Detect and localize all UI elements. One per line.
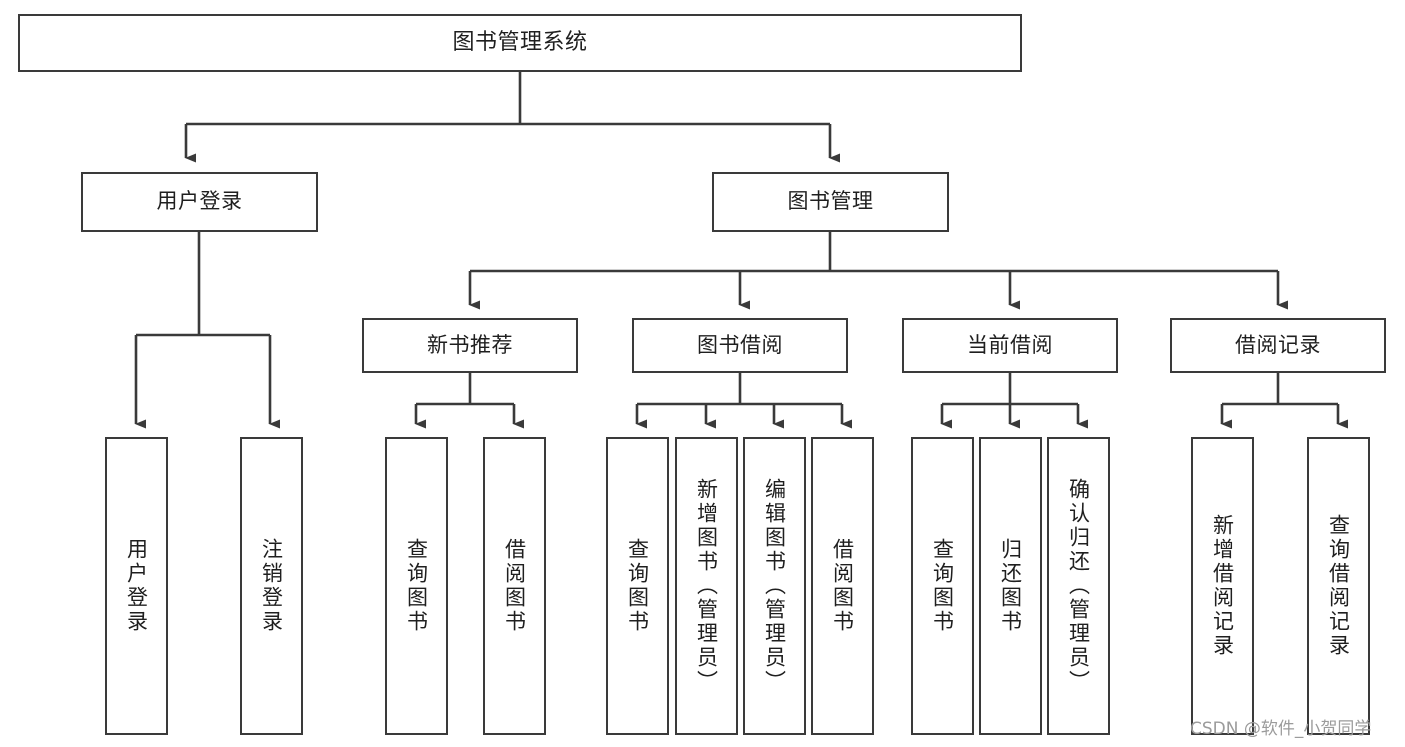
leaf-record-add[interactable]: 新增借阅记录 bbox=[1191, 437, 1254, 735]
node-book-borrow-label: 图书借阅 bbox=[697, 332, 783, 357]
leaf-new-book-borrow-label: 借阅图书 bbox=[502, 538, 527, 634]
csdn-watermark: CSDN @软件_小贺同学 bbox=[1190, 719, 1372, 739]
node-new-book-recommend[interactable]: 新书推荐 bbox=[362, 318, 578, 373]
leaf-new-book-borrow[interactable]: 借阅图书 bbox=[483, 437, 546, 735]
leaf-current-confirm-return-label: 确认归还（管理员） bbox=[1066, 478, 1091, 694]
leaf-borrow-borrow-book-label: 借阅图书 bbox=[830, 538, 855, 634]
leaf-current-return[interactable]: 归还图书 bbox=[979, 437, 1042, 735]
node-book-borrow[interactable]: 图书借阅 bbox=[632, 318, 848, 373]
leaf-borrow-edit-book-label: 编辑图书（管理员） bbox=[762, 478, 787, 694]
leaf-borrow-borrow-book[interactable]: 借阅图书 bbox=[811, 437, 874, 735]
node-current-borrow[interactable]: 当前借阅 bbox=[902, 318, 1118, 373]
node-book-management[interactable]: 图书管理 bbox=[712, 172, 949, 232]
node-root-label: 图书管理系统 bbox=[452, 29, 588, 55]
leaf-borrow-query[interactable]: 查询图书 bbox=[606, 437, 669, 735]
node-new-book-recommend-label: 新书推荐 bbox=[427, 332, 513, 357]
node-borrow-record-label: 借阅记录 bbox=[1235, 332, 1321, 357]
node-borrow-record[interactable]: 借阅记录 bbox=[1170, 318, 1386, 373]
leaf-borrow-add-book[interactable]: 新增图书（管理员） bbox=[675, 437, 738, 735]
node-root[interactable]: 图书管理系统 bbox=[18, 14, 1022, 72]
node-book-management-label: 图书管理 bbox=[787, 189, 874, 214]
leaf-current-query[interactable]: 查询图书 bbox=[911, 437, 974, 735]
node-current-borrow-label: 当前借阅 bbox=[967, 332, 1053, 357]
leaf-user-login-logout[interactable]: 注销登录 bbox=[240, 437, 303, 735]
leaf-user-login-login-label: 用户登录 bbox=[124, 538, 149, 634]
leaf-borrow-add-book-label: 新增图书（管理员） bbox=[694, 478, 719, 694]
leaf-user-login-logout-label: 注销登录 bbox=[259, 538, 284, 634]
leaf-borrow-query-label: 查询图书 bbox=[625, 538, 650, 634]
leaf-current-return-label: 归还图书 bbox=[998, 538, 1023, 634]
leaf-record-query[interactable]: 查询借阅记录 bbox=[1307, 437, 1370, 735]
node-user-login-label: 用户登录 bbox=[156, 189, 243, 214]
leaf-current-confirm-return[interactable]: 确认归还（管理员） bbox=[1047, 437, 1110, 735]
leaf-new-book-query-label: 查询图书 bbox=[404, 538, 429, 634]
leaf-new-book-query[interactable]: 查询图书 bbox=[385, 437, 448, 735]
node-user-login[interactable]: 用户登录 bbox=[81, 172, 318, 232]
leaf-current-query-label: 查询图书 bbox=[930, 538, 955, 634]
leaf-borrow-edit-book[interactable]: 编辑图书（管理员） bbox=[743, 437, 806, 735]
leaf-record-add-label: 新增借阅记录 bbox=[1210, 514, 1235, 658]
leaf-record-query-label: 查询借阅记录 bbox=[1326, 514, 1351, 658]
leaf-user-login-login[interactable]: 用户登录 bbox=[105, 437, 168, 735]
